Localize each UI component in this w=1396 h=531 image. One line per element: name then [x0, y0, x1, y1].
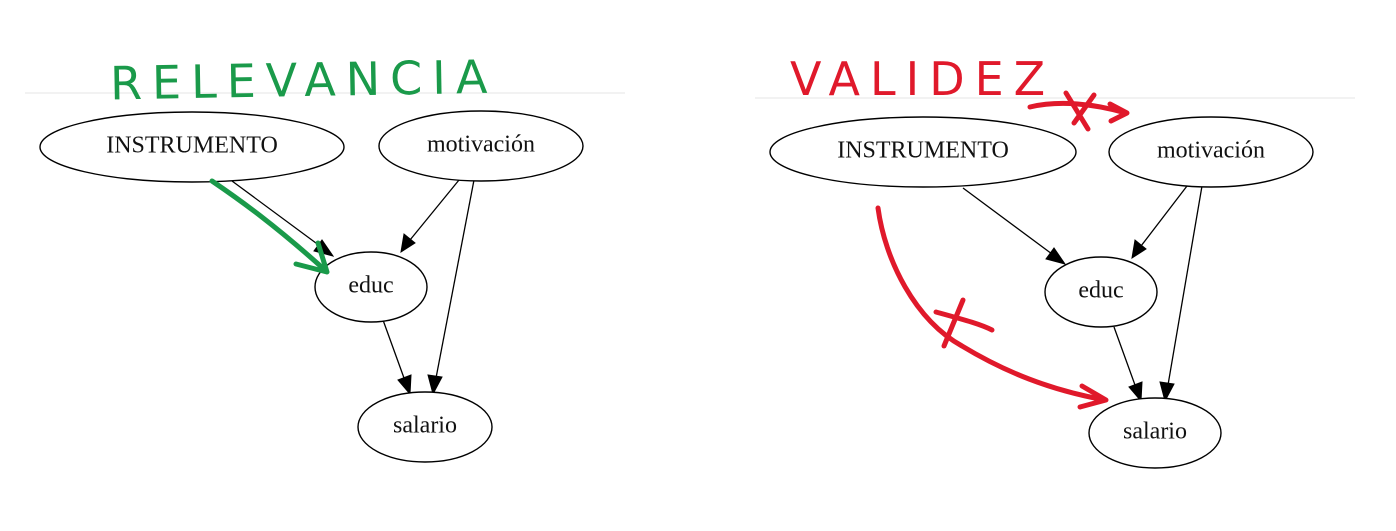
left-node-educ-label: educ — [348, 273, 393, 299]
green-relevance-arrow-head — [293, 240, 330, 275]
red-crossed-arrow-instrument-salary — [875, 205, 1109, 410]
right-edge-instrument-educ — [962, 187, 1053, 255]
right-annotation-title: VALIDEZ — [790, 52, 1055, 106]
left-node-salary-label: salario — [393, 413, 457, 439]
right-node-salary-shape — [1088, 397, 1222, 469]
red-top-cross-mark — [1063, 90, 1097, 132]
right-arrowhead-motivation-educ — [1131, 239, 1147, 260]
left-node-instrument: INSTRUMENTO — [39, 111, 345, 183]
right-node-educ-label: educ — [1078, 278, 1123, 304]
red-crossed-arrow-instrument-motivation — [1027, 90, 1130, 132]
left-node-instrument-label: INSTRUMENTO — [106, 133, 278, 159]
left-node-motivation: motivación — [378, 110, 584, 182]
right-arrowhead-instrument-educ — [1045, 247, 1067, 265]
left-node-salary: salario — [357, 391, 493, 463]
left-arrowhead-educ-salary — [397, 374, 412, 396]
right-edge-motivation-educ — [1140, 185, 1188, 247]
right-edge-educ-salary — [1113, 326, 1136, 386]
red-curve-arrow-shaft — [875, 205, 1108, 403]
right-node-instrument: INSTRUMENTO — [769, 116, 1077, 188]
left-node-educ: educ — [314, 251, 428, 323]
red-top-arrow-head — [1107, 101, 1130, 124]
green-relevance-arrow-shaft — [209, 178, 329, 274]
left-arrowhead-motivation-educ — [400, 233, 416, 254]
left-edge-motivation-salary — [435, 179, 475, 379]
right-node-instrument-label: INSTRUMENTO — [837, 138, 1009, 164]
left-panel: RELEVANCIA INSTRUMENTO motivación — [25, 50, 625, 463]
right-node-motivation-label: motivación — [1157, 138, 1265, 164]
left-arrowhead-motivation-salary — [427, 374, 443, 396]
right-node-educ: educ — [1044, 256, 1158, 328]
left-node-motivation-shape — [378, 110, 584, 182]
right-edges — [962, 185, 1203, 403]
left-edge-educ-salary — [382, 319, 405, 379]
right-arrowhead-educ-salary — [1128, 381, 1143, 403]
left-node-motivation-label: motivación — [427, 132, 535, 158]
right-node-salary-label: salario — [1123, 419, 1187, 445]
right-arrowhead-motivation-salary — [1159, 381, 1175, 403]
right-node-motivation: motivación — [1108, 116, 1314, 188]
left-node-instrument-shape — [39, 111, 345, 183]
right-node-educ-shape — [1044, 256, 1158, 328]
right-panel: VALIDEZ INSTRUMENTO motivación — [755, 52, 1355, 469]
left-edge-motivation-educ — [409, 179, 460, 241]
right-node-motivation-shape — [1108, 116, 1314, 188]
left-node-salary-shape — [357, 391, 493, 463]
left-edge-instrument-educ — [231, 180, 321, 247]
green-relevance-arrow — [209, 178, 330, 275]
red-curve-cross-mark — [933, 297, 995, 349]
right-node-instrument-shape — [769, 116, 1077, 188]
right-node-salary: salario — [1088, 397, 1222, 469]
red-curve-arrow-head — [1077, 383, 1109, 410]
left-annotation-title: RELEVANCIA — [110, 50, 498, 111]
left-node-educ-shape — [314, 251, 428, 323]
right-edge-motivation-salary — [1167, 185, 1203, 386]
left-edges — [231, 179, 475, 396]
red-top-arrow-shaft — [1027, 100, 1129, 116]
